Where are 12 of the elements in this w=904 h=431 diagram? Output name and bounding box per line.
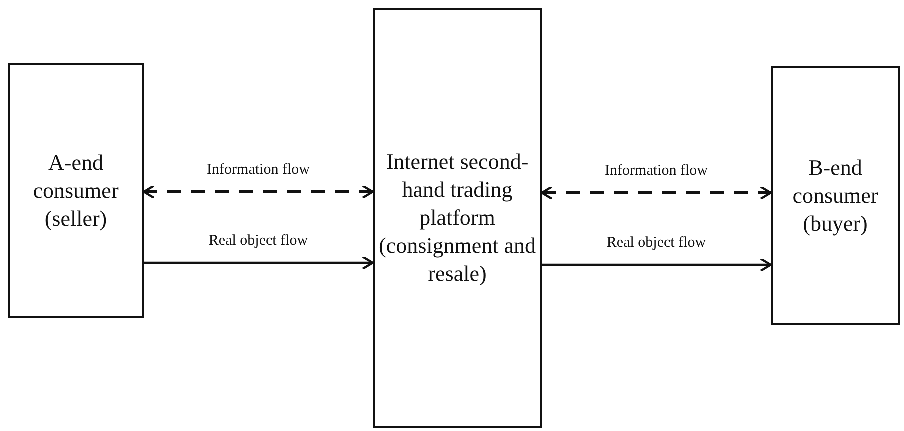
process-box [373,8,542,428]
node-text: B-end consumer (buyer) [792,154,880,238]
node-text: A-end consumer (seller) [32,148,120,232]
edge-label: Real object flow [604,235,708,252]
arrow [144,256,374,270]
edge-label: Real object flow [206,233,310,250]
arrow [542,258,772,272]
node-text: Internet second-hand trading platform (consignment and resale) [378,148,538,288]
arrow [540,186,772,200]
process-box [771,66,900,325]
arrow [142,184,374,200]
process-box [8,63,144,318]
